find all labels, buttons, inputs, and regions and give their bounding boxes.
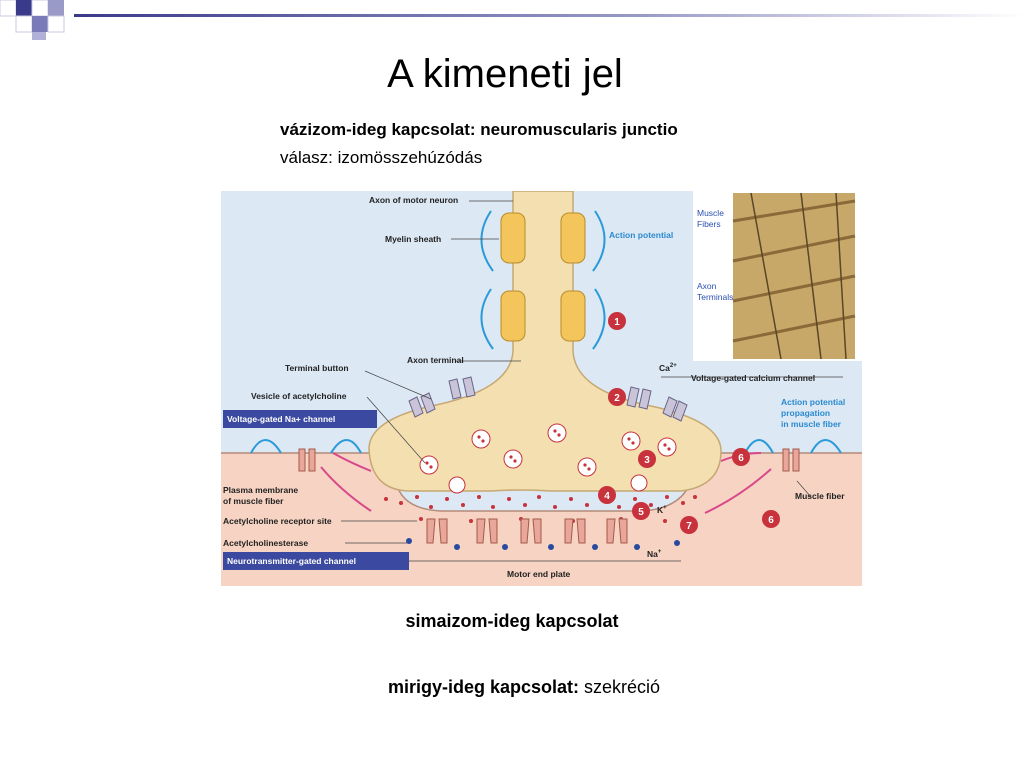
label-micro-muscle-2: Fibers: [697, 219, 721, 229]
label-axon-motor-neuron: Axon of motor neuron: [369, 195, 458, 205]
label-na: Na+: [647, 549, 662, 559]
label-ach-receptor-site: Acetylcholine receptor site: [223, 516, 332, 526]
step-6b: 6: [768, 515, 774, 526]
step-5: 5: [638, 507, 644, 518]
step-badges: [598, 312, 780, 534]
neuromuscular-junction-diagram: 1 2 3 4 5 6 6 7 Axon of motor neuron Mye…: [221, 191, 862, 586]
step-7: 7: [686, 521, 692, 532]
caption-smooth-muscle: simaizom-ideg kapcsolat: [405, 611, 619, 631]
label-plasma-membrane-1: Plasma membrane: [223, 485, 298, 495]
label-action-potential: Action potential: [609, 230, 673, 240]
label-nt-gated-channel: Neurotransmitter-gated channel: [227, 556, 356, 566]
slide-title: A kimeneti jel: [387, 52, 623, 96]
label-muscle-fiber: Muscle fiber: [795, 491, 845, 501]
label-micro-muscle-1: Muscle: [697, 208, 724, 218]
slide-decoration: [0, 0, 1024, 40]
label-ap-propagation-2: propagation: [781, 408, 830, 418]
step-3: 3: [644, 455, 650, 466]
label-motor-end-plate: Motor end plate: [507, 569, 571, 579]
label-axon-terminal: Axon terminal: [407, 355, 464, 365]
label-k: K+: [657, 505, 667, 515]
label-ap-propagation-3: in muscle fiber: [781, 419, 842, 429]
label-vg-ca-channel: Voltage-gated calcium channel: [691, 373, 815, 383]
label-micro-axon-1: Axon: [697, 281, 717, 291]
label-ap-propagation-1: Action potential: [781, 397, 845, 407]
caption-gland: mirigy-ideg kapcsolat: szekréció: [0, 677, 1024, 698]
caption-gland-normal: szekréció: [579, 677, 661, 697]
label-terminal-button: Terminal button: [285, 363, 349, 373]
subtitle-response: válasz: izomösszehúzódás: [280, 148, 483, 167]
step-2: 2: [614, 393, 620, 404]
step-1: 1: [614, 317, 620, 328]
caption-gland-bold: mirigy-ideg kapcsolat:: [387, 677, 580, 697]
label-micro-axon-2: Terminals: [697, 292, 733, 302]
label-myelin-sheath: Myelin sheath: [385, 234, 441, 244]
label-vesicle-ach: Vesicle of acetylcholine: [251, 391, 347, 401]
step-4: 4: [604, 491, 610, 502]
label-plasma-membrane-2: of muscle fiber: [223, 496, 284, 506]
label-acetylcholinesterase: Acetylcholinesterase: [223, 538, 308, 548]
subtitle-junction: vázizom-ideg kapcsolat: neuromuscularis …: [280, 120, 678, 139]
step-6a: 6: [738, 453, 744, 464]
label-vg-na-channel: Voltage-gated Na+ channel: [227, 414, 335, 424]
label-ca: Ca2+: [659, 363, 677, 373]
